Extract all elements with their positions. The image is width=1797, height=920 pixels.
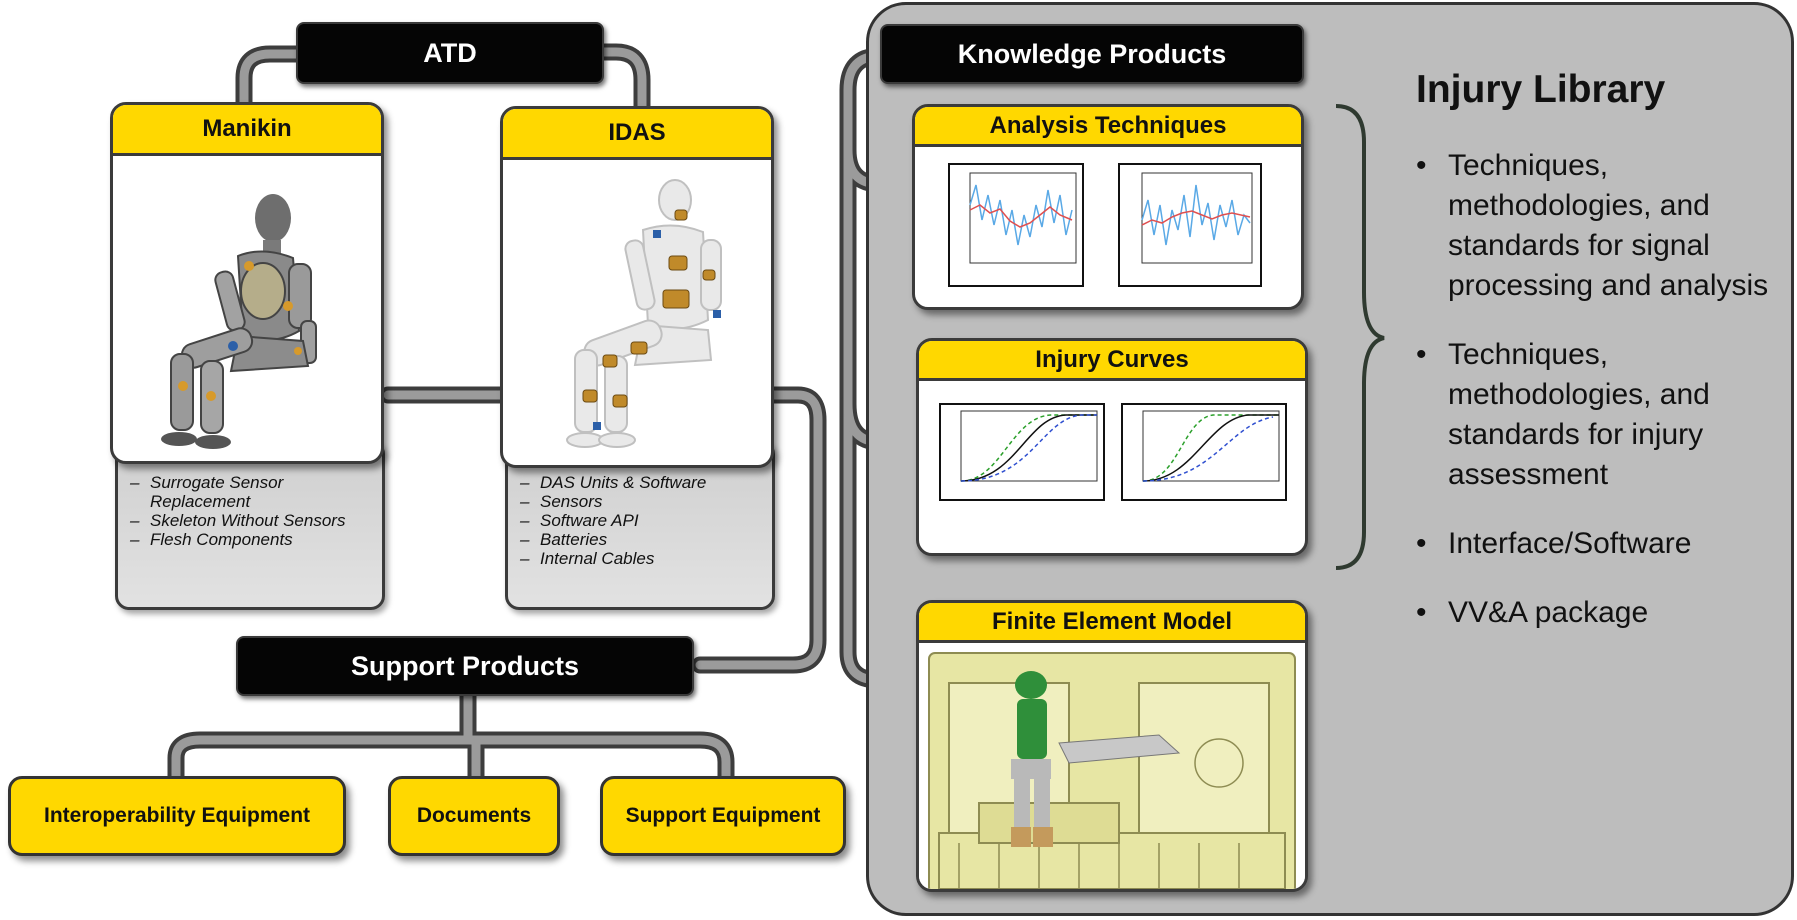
manikin-card: Manikin (110, 102, 384, 464)
injury-library-bullet: Techniques, methodologies, and standards… (1412, 335, 1782, 495)
vehicle-fem-image (919, 643, 1305, 889)
documents-button[interactable]: Documents (388, 776, 560, 856)
manikin-item: Flesh Components (118, 530, 382, 549)
injury-library-bullets: Techniques, methodologies, and standards… (1412, 146, 1782, 662)
finite-element-model-title: Finite Element Model (919, 603, 1305, 643)
injury-library-title: Injury Library (1416, 68, 1666, 111)
support-products-title: Support Products (351, 650, 579, 681)
curly-brace (1335, 104, 1385, 570)
manikin-title: Manikin (113, 105, 381, 156)
idas-item: Batteries (508, 530, 772, 549)
injury-curves-title: Injury Curves (919, 341, 1305, 381)
injury-library-bullet: Interface/Software (1412, 524, 1782, 564)
interoperability-equipment-label: Interoperability Equipment (43, 804, 311, 827)
support-equipment-label: Support Equipment (625, 804, 821, 827)
finite-element-model-card: Finite Element Model (916, 600, 1308, 892)
manikin-items-box: Surrogate Sensor Replacement Skeleton Wi… (115, 440, 385, 610)
support-products-header: Support Products (236, 636, 694, 696)
analysis-techniques-card: Analysis Techniques (912, 104, 1304, 310)
injury-curve-thumbnail (1121, 403, 1287, 501)
idas-card: IDAS (500, 106, 774, 468)
support-equipment-button[interactable]: Support Equipment (600, 776, 846, 856)
idas-item: Internal Cables (508, 549, 772, 568)
manikin-item: Skeleton Without Sensors (118, 511, 382, 530)
injury-library-bullet: VV&A package (1412, 593, 1782, 633)
idas-item: Sensors (508, 492, 772, 511)
idas-item: DAS Units & Software (508, 473, 772, 492)
signal-plot-thumbnail (948, 163, 1084, 287)
injury-curve-thumbnail (939, 403, 1105, 501)
analysis-techniques-title: Analysis Techniques (915, 107, 1301, 147)
idas-items-box: DAS Units & Software Sensors Software AP… (505, 440, 775, 610)
injury-curves-card: Injury Curves (916, 338, 1308, 556)
knowledge-products-title: Knowledge Products (957, 38, 1227, 69)
idas-item-list: DAS Units & Software Sensors Software AP… (508, 473, 772, 568)
manikin-item: Surrogate Sensor Replacement (118, 473, 382, 511)
atd-header: ATD (296, 22, 604, 84)
idas-item: Software API (508, 511, 772, 530)
manikin-item-list: Surrogate Sensor Replacement Skeleton Wi… (118, 473, 382, 549)
atd-title: ATD (423, 37, 477, 68)
documents-label: Documents (416, 804, 532, 827)
signal-plot-thumbnail (1118, 163, 1262, 287)
idas-title: IDAS (503, 109, 771, 160)
injury-library-bullet: Techniques, methodologies, and standards… (1412, 146, 1782, 306)
knowledge-products-header: Knowledge Products (880, 24, 1304, 84)
idas-figure-image (566, 179, 722, 448)
interoperability-equipment-button[interactable]: Interoperability Equipment (8, 776, 346, 856)
manikin-figure-image (161, 194, 317, 449)
